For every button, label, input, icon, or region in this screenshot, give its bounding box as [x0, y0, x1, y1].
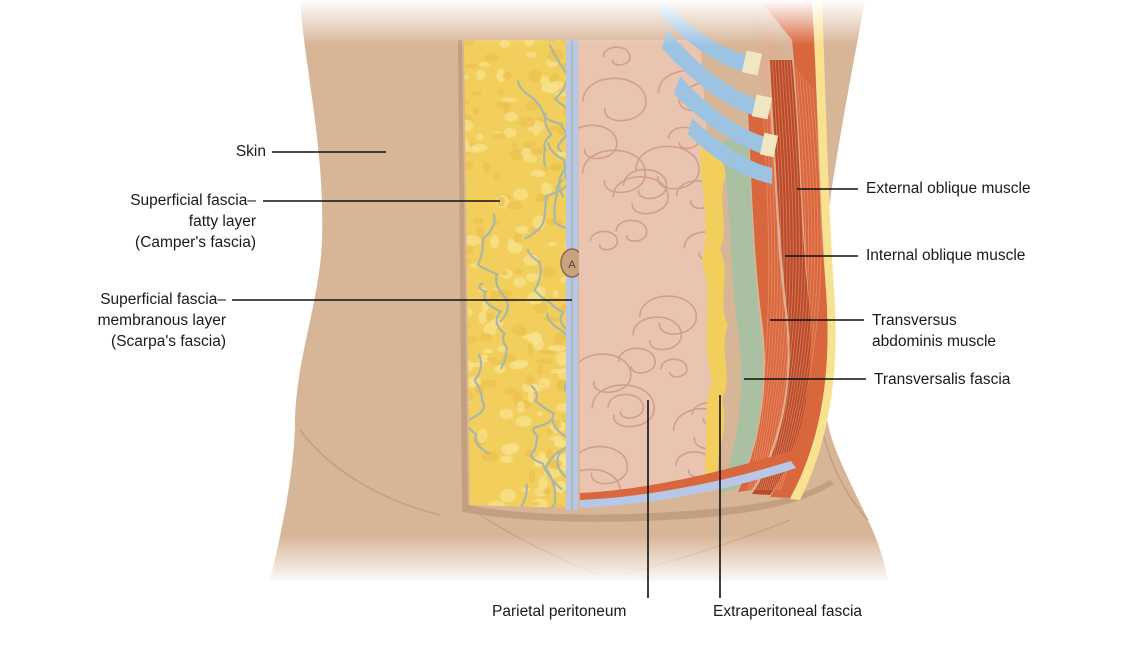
umbilicus-marker: A — [568, 259, 576, 271]
rib-2 — [662, 30, 762, 118]
leader-lines — [232, 151, 866, 598]
inguinal-muscle-bands — [580, 448, 806, 500]
label-skin: Skin — [235, 143, 266, 160]
muscle-fibers — [747, 19, 822, 491]
transversalis-fascia — [718, 140, 764, 494]
extraperitoneal-fat-fringe — [699, 140, 728, 492]
label-scarpa-fascia: Superficial fascia– membranous layer (Sc… — [97, 291, 226, 350]
label-camper-fascia: Superficial fascia– fatty layer (Camper'… — [130, 192, 256, 251]
camper-fascia-fat-layer — [464, 40, 568, 508]
inguinal-fascia-bands — [580, 460, 796, 508]
rib-4 — [688, 118, 772, 184]
superficial-vessels — [466, 44, 568, 508]
skin-edge-right — [790, 0, 836, 500]
label-internal-oblique: Internal oblique muscle — [866, 247, 1026, 264]
label-external-oblique: External oblique muscle — [866, 180, 1031, 197]
rib-3 — [674, 76, 770, 156]
bottom-fade — [250, 535, 910, 585]
label-parietal-peritoneum: Parietal peritoneum — [492, 603, 627, 620]
label-transversalis-fascia: Transversalis fascia — [874, 371, 1011, 388]
label-transversus-abdominis: Transversus abdominis muscle — [872, 312, 997, 350]
costal-cartilage-1 — [741, 50, 763, 76]
skin-contour-left — [299, 429, 441, 516]
bowel-coil-folds — [578, 46, 723, 505]
costal-cartilage-2 — [751, 94, 773, 120]
external-oblique-layer — [760, 0, 828, 498]
bowel-coils-region — [578, 40, 723, 505]
top-fade — [250, 0, 910, 45]
internal-oblique-layer — [752, 60, 812, 495]
costal-cartilage-3 — [759, 132, 779, 158]
label-extraperitoneal-fascia: Extraperitoneal fascia — [713, 603, 863, 620]
